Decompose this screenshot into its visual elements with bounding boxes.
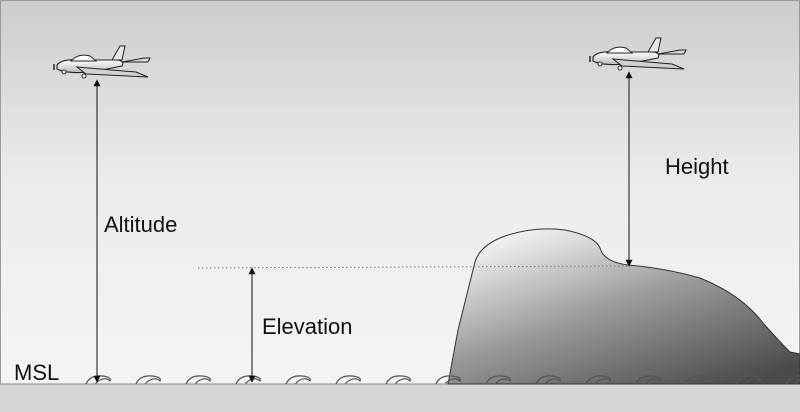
elevation-label: Elevation	[262, 314, 353, 339]
msl-label: MSL	[14, 360, 59, 385]
wave-curl	[285, 375, 311, 385]
wave-curl	[785, 375, 800, 385]
wave-curl	[185, 375, 211, 385]
wave-curl	[735, 375, 761, 385]
wave-curl	[535, 375, 561, 385]
hill-shape	[447, 228, 800, 385]
height-label: Height	[665, 154, 729, 179]
wave-curl	[435, 375, 461, 385]
altitude-label: Altitude	[104, 212, 177, 237]
airplane-right-icon	[589, 37, 687, 71]
wave-curl	[235, 375, 261, 385]
elevation-reference-line	[197, 265, 633, 269]
wave-curl	[385, 375, 411, 385]
wave-curl	[585, 375, 611, 385]
wave-curl	[635, 375, 661, 385]
wave-curl	[485, 375, 511, 385]
sea-waves	[85, 375, 800, 385]
ground-strip	[0, 384, 800, 412]
airplane-left-icon	[53, 45, 151, 79]
wave-curl	[685, 375, 711, 385]
wave-curl	[135, 375, 161, 385]
wave-curl	[335, 375, 361, 385]
